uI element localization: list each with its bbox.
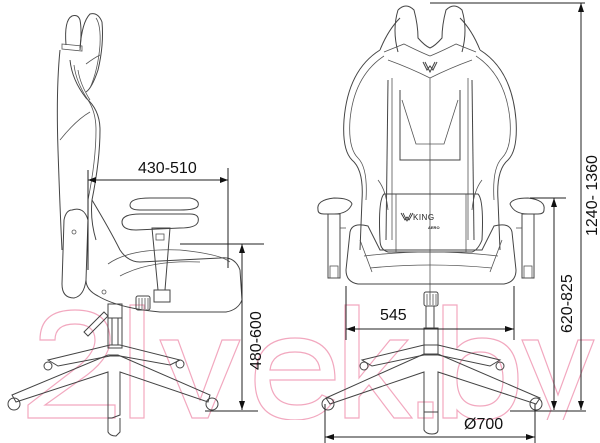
dimension-seat-height: 480-600 bbox=[248, 311, 265, 370]
side-dimension-lines bbox=[87, 168, 264, 412]
front-dimension-lines bbox=[324, 2, 586, 443]
dimension-total-height: 1240- 1360 bbox=[584, 155, 600, 236]
viking-logo-icon bbox=[400, 212, 414, 222]
dimension-seat-depth: 430-510 bbox=[138, 160, 197, 177]
brand-logo-subtext: AERO bbox=[428, 225, 440, 230]
brand-logo-text: KING bbox=[413, 213, 435, 222]
front-view bbox=[317, 5, 545, 435]
watermark-2lvek bbox=[27, 304, 595, 420]
dimension-base-diameter: Ø700 bbox=[464, 416, 504, 433]
side-view bbox=[7, 13, 243, 437]
dimension-armrest-height: 620-825 bbox=[559, 274, 576, 333]
dimension-seat-width: 545 bbox=[380, 307, 407, 324]
